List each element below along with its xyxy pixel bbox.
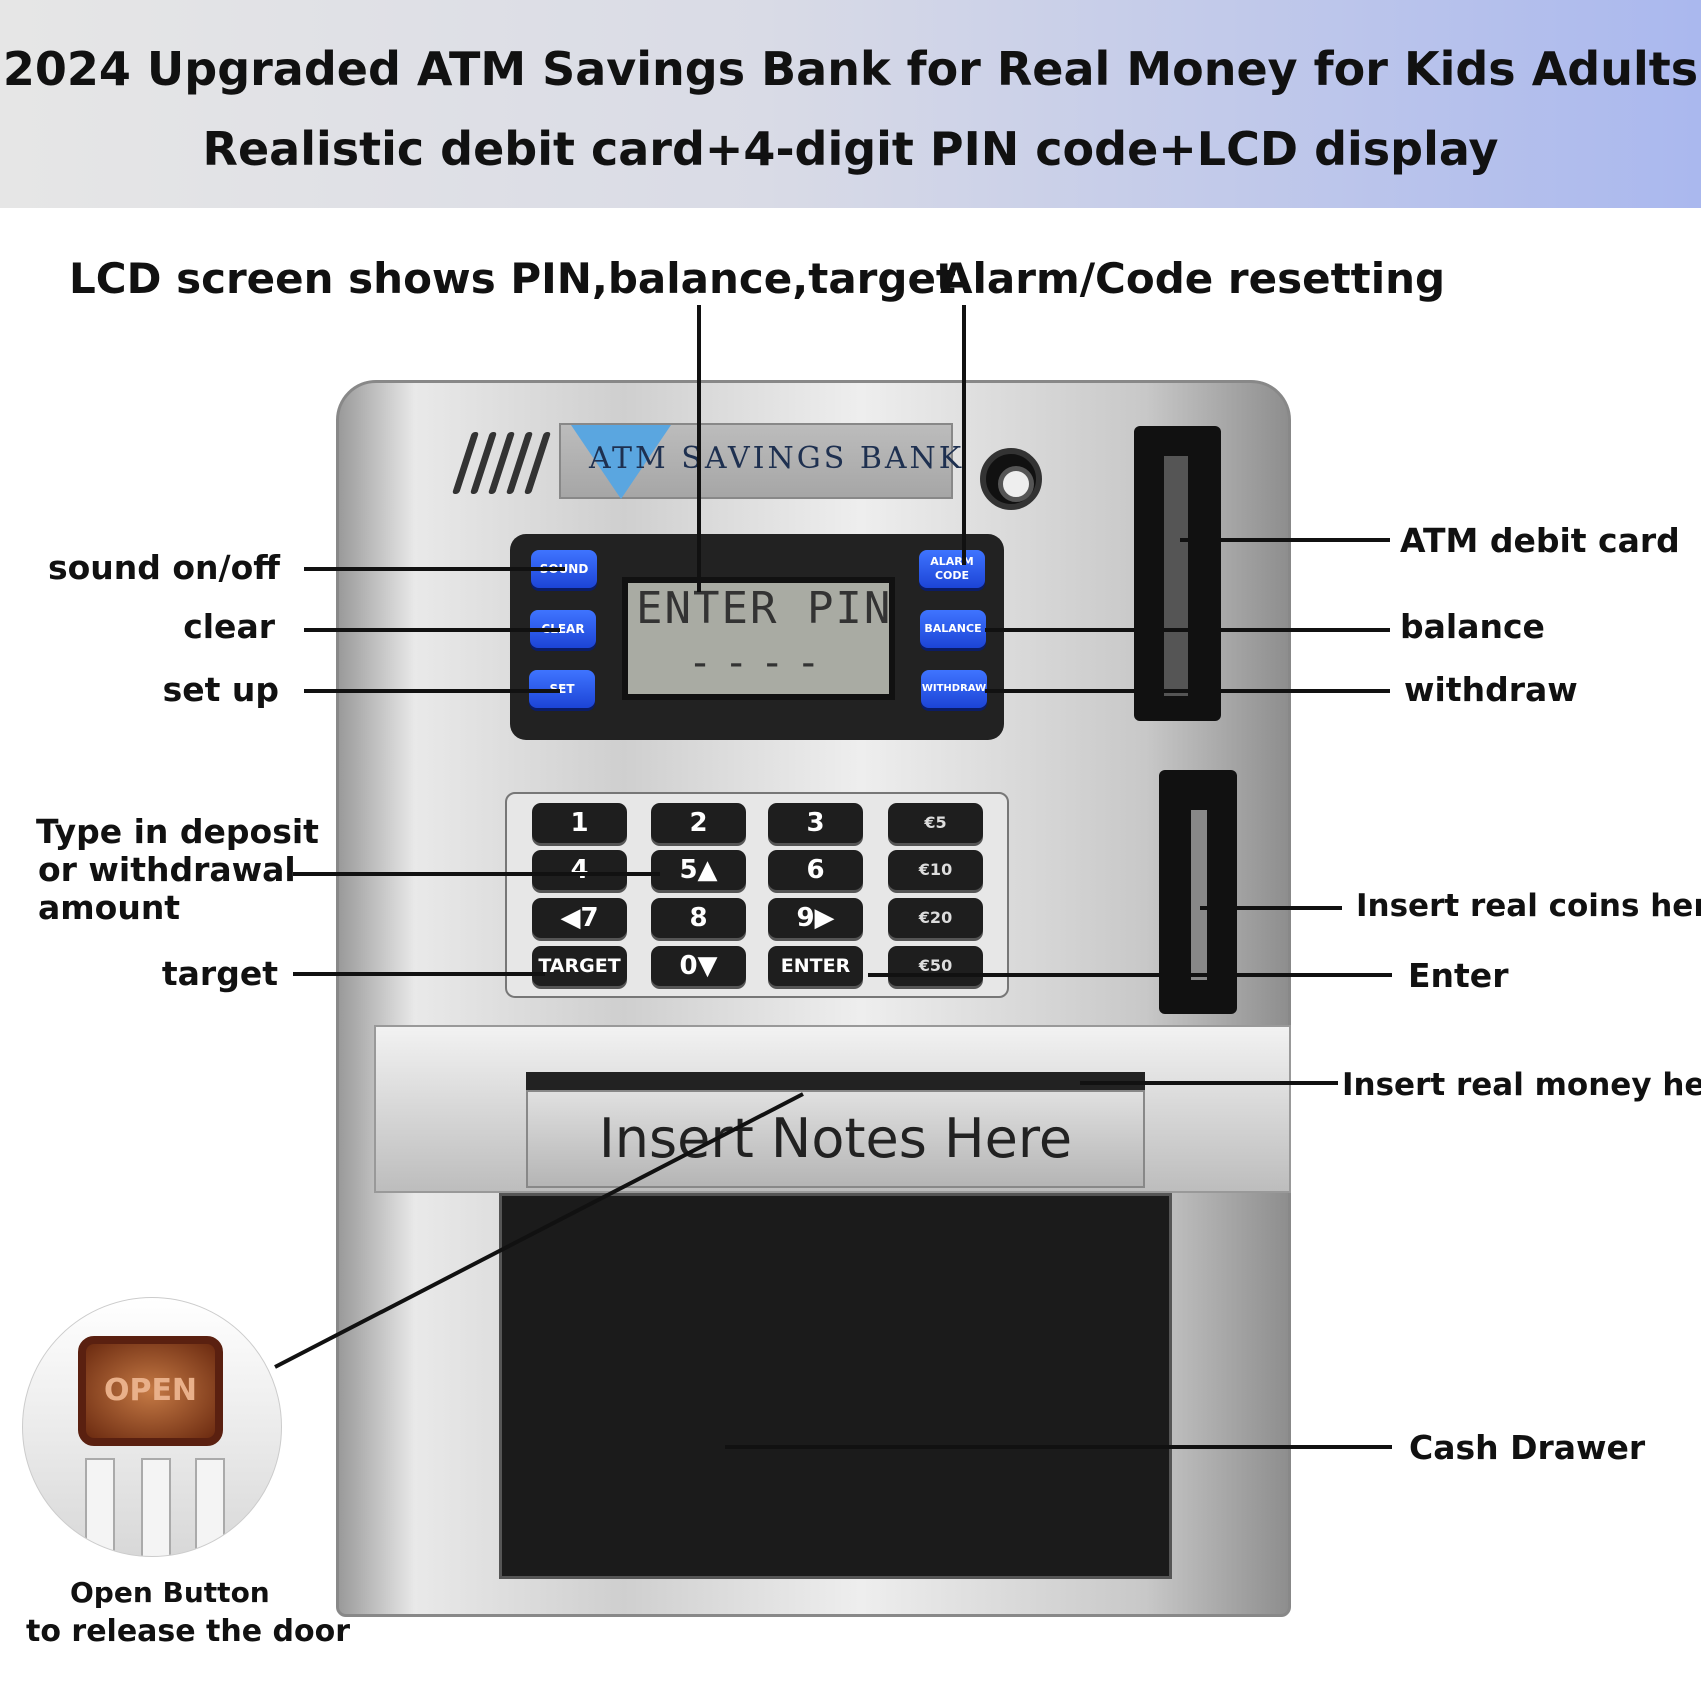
label-deposit-1: Type in deposit	[36, 812, 319, 851]
label-enter: Enter	[1408, 956, 1509, 995]
label-target: target	[161, 954, 278, 993]
label-cash-drawer: Cash Drawer	[1409, 1428, 1646, 1467]
label-clear: clear	[183, 607, 275, 646]
label-lcd-screen: LCD screen shows PIN,balance,target	[69, 254, 957, 303]
note-slot[interactable]	[526, 1072, 1145, 1090]
balance-button[interactable]: BALANCE	[920, 610, 986, 648]
set-button[interactable]: SET	[529, 670, 595, 708]
alarm-keyhole-icon	[980, 448, 1042, 510]
key-3-2[interactable]: ENTER	[768, 946, 863, 986]
label-setup: set up	[162, 670, 279, 709]
lcd-line-1: ENTER PIN	[636, 583, 893, 634]
sound-button[interactable]: SOUND	[531, 550, 597, 588]
key-1-1[interactable]: 5▲	[651, 850, 746, 890]
key-bill-3-3[interactable]: €50	[888, 946, 983, 986]
logo-plate: ATM SAVINGS BANK	[559, 423, 961, 499]
coin-slot[interactable]	[1159, 770, 1237, 1014]
open-button[interactable]: OPEN	[78, 1336, 223, 1446]
key-bill-1-3[interactable]: €10	[888, 850, 983, 890]
label-deposit-2: or withdrawal	[38, 850, 296, 889]
label-sound: sound on/off	[47, 548, 280, 587]
label-coins: Insert real coins here	[1356, 888, 1701, 924]
lcd-line-2: ----	[688, 640, 833, 686]
withdraw-button[interactable]: WITHDRAW	[921, 670, 987, 708]
label-balance: balance	[1400, 607, 1545, 646]
key-2-0[interactable]: ◀7	[532, 898, 627, 938]
key-bill-2-3[interactable]: €20	[888, 898, 983, 938]
label-insert-money: Insert real money here	[1342, 1067, 1701, 1103]
inset-caption-1: Open Button	[70, 1576, 270, 1609]
card-slot[interactable]	[1134, 426, 1221, 721]
label-alarm-code: Alarm/Code resetting	[940, 254, 1446, 303]
open-button-inset: OPEN	[22, 1297, 282, 1557]
key-1-2[interactable]: 6	[768, 850, 863, 890]
key-2-2[interactable]: 9▶	[768, 898, 863, 938]
title-line-2: Realistic debit card+4-digit PIN code+LC…	[202, 122, 1499, 176]
key-2-1[interactable]: 8	[651, 898, 746, 938]
key-0-2[interactable]: 3	[768, 803, 863, 843]
lcd-screen: ENTER PIN ----	[622, 577, 895, 700]
clear-button[interactable]: CLEAR	[530, 610, 596, 648]
alarm-code-button[interactable]: ALARM CODE	[919, 550, 985, 588]
insert-notes-plate: Insert Notes Here	[526, 1090, 1145, 1188]
key-3-0[interactable]: TARGET	[532, 946, 627, 986]
key-0-1[interactable]: 2	[651, 803, 746, 843]
key-3-1[interactable]: 0▼	[651, 946, 746, 986]
key-0-0[interactable]: 1	[532, 803, 627, 843]
label-deposit-3: amount	[38, 888, 181, 927]
cash-drawer[interactable]	[499, 1193, 1172, 1579]
label-withdraw: withdraw	[1404, 670, 1578, 709]
label-debit-card: ATM debit card	[1400, 521, 1680, 560]
key-bill-0-3[interactable]: €5	[888, 803, 983, 843]
title-line-1: 2024 Upgraded ATM Savings Bank for Real …	[2, 42, 1699, 96]
header-banner: 2024 Upgraded ATM Savings Bank for Real …	[0, 0, 1701, 208]
logo-text: ATM SAVINGS BANK	[589, 441, 965, 476]
inset-caption-2: to release the door	[26, 1614, 351, 1649]
key-1-0[interactable]: 4	[532, 850, 627, 890]
